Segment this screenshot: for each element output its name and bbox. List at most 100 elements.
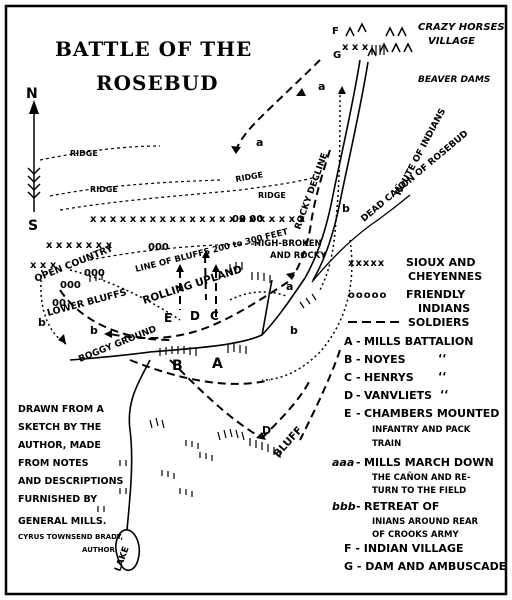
svg-text:B: B: [172, 358, 183, 374]
svg-text:D: D: [262, 424, 271, 437]
map-title-line1: BATTLE OF THE: [55, 37, 252, 61]
svg-text:SKETCH BY THE: SKETCH BY THE: [18, 422, 101, 433]
svg-text:RIDGE: RIDGE: [235, 170, 264, 184]
svg-text:b: b: [90, 324, 98, 337]
dead-canon-ravine: [311, 194, 411, 283]
svg-text:RIDGE: RIDGE: [90, 185, 118, 194]
svg-text:AUTHOR.: AUTHOR.: [82, 546, 118, 554]
svg-text:BEAVER DAMS: BEAVER DAMS: [418, 75, 490, 85]
lake-shape: LAKE: [113, 529, 141, 573]
svg-text:-: -: [356, 389, 361, 402]
svg-text:HENRYS: HENRYS: [364, 371, 414, 384]
svg-text:x x x: x x x: [342, 42, 369, 53]
svg-text:a: a: [318, 80, 325, 93]
legend-sioux-label: SIOUX AND: [406, 256, 475, 269]
svg-text:INDIANS: INDIANS: [418, 302, 470, 315]
svg-text:E: E: [164, 311, 172, 325]
svg-text:AND ROCKY: AND ROCKY: [270, 251, 327, 261]
north-arrow-icon: N S: [26, 86, 41, 234]
source-note: DRAWN FROM A SKETCH BY THE AUTHOR, MADE …: [18, 404, 124, 554]
svg-text:‘‘: ‘‘: [440, 388, 448, 401]
friendly-positions: 000 000 000 00 00 00: [52, 214, 263, 309]
svg-text:G: G: [333, 50, 341, 61]
svg-text:00 00: 00 00: [232, 214, 263, 225]
map-title-line2: ROSEBUD: [96, 71, 218, 95]
svg-text:THE CAÑON AND RE-: THE CAÑON AND RE-: [372, 472, 471, 483]
svg-text:b: b: [290, 324, 298, 337]
svg-text:b: b: [38, 316, 46, 329]
svg-text:F: F: [332, 26, 339, 37]
svg-text:-: -: [356, 456, 361, 469]
svg-text:CHEYENNES: CHEYENNES: [408, 270, 482, 283]
legend-friendly-symbol: ooooo: [348, 290, 387, 301]
svg-text:MILLS MARCH DOWN: MILLS MARCH DOWN: [364, 456, 494, 469]
legend-soldiers-label: SOLDIERS: [408, 316, 469, 329]
svg-text:TRAIN: TRAIN: [372, 439, 401, 449]
svg-text:INFANTRY AND PACK: INFANTRY AND PACK: [372, 425, 471, 435]
svg-text:D: D: [190, 309, 200, 323]
svg-text:b: b: [342, 202, 350, 215]
svg-text:‘‘: ‘‘: [438, 352, 446, 365]
svg-text:F - INDIAN VILLAGE: F - INDIAN VILLAGE: [344, 542, 464, 555]
svg-text:NOYES: NOYES: [364, 353, 406, 366]
svg-text:aaa: aaa: [332, 456, 354, 469]
svg-text:E: E: [344, 407, 352, 420]
svg-text:TURN TO THE FIELD: TURN TO THE FIELD: [372, 486, 466, 496]
svg-text:G - DAM AND AMBUSCADE: G - DAM AND AMBUSCADE: [344, 560, 506, 573]
svg-text:GENERAL MILLS.: GENERAL MILLS.: [18, 516, 106, 527]
svg-text:AND DESCRIPTIONS: AND DESCRIPTIONS: [18, 476, 124, 487]
svg-text:a: a: [286, 280, 293, 293]
map-legend: xxxxx SIOUX AND CHEYENNES ooooo FRIENDLY…: [332, 256, 506, 573]
movement-arrows: [58, 86, 346, 440]
svg-text:‘‘: ‘‘: [438, 370, 446, 383]
svg-text:FROM NOTES: FROM NOTES: [18, 458, 89, 469]
legend-friendly-label: FRIENDLY: [406, 288, 466, 301]
svg-text:bbb: bbb: [332, 500, 356, 513]
svg-text:C: C: [210, 309, 219, 323]
svg-text:x x x: x x x: [30, 260, 57, 271]
svg-text:HIGH-BROKEN: HIGH-BROKEN: [254, 239, 322, 249]
svg-text:-: -: [356, 371, 361, 384]
svg-text:DEAD CAÑON OF ROSEBUD: DEAD CAÑON OF ROSEBUD: [359, 128, 471, 224]
svg-text:RIDGE: RIDGE: [70, 149, 98, 158]
map-border: [4, 4, 508, 596]
indian-routes: [40, 89, 353, 381]
svg-text:000: 000: [148, 242, 169, 253]
ridge-lines: [39, 145, 321, 261]
svg-text:-: -: [356, 500, 361, 513]
svg-text:-: -: [356, 353, 361, 366]
svg-text:OF CROOKS ARMY: OF CROOKS ARMY: [372, 530, 459, 540]
svg-text:VILLAGE: VILLAGE: [428, 36, 475, 47]
svg-text:MILLS BATTALION: MILLS BATTALION: [364, 335, 473, 348]
svg-text:CHAMBERS MOUNTED: CHAMBERS MOUNTED: [364, 407, 499, 420]
rosebud-creek: [69, 59, 369, 541]
svg-text:AUTHOR, MADE: AUTHOR, MADE: [18, 440, 101, 451]
svg-text:CYRUS TOWNSEND BRADY,: CYRUS TOWNSEND BRADY,: [18, 533, 123, 541]
legend-sioux-symbol: xxxxx: [348, 258, 385, 269]
sioux-positions: x x x x x x x x x x x x x x x x x x x x …: [30, 42, 369, 271]
svg-text:RETREAT OF: RETREAT OF: [364, 500, 439, 513]
svg-text:x x x x x x x x x x x x x x: x x x x x x x x x x x x x x x x x x x x …: [90, 214, 306, 225]
svg-text:a: a: [256, 136, 263, 149]
svg-text:A: A: [344, 335, 353, 348]
svg-text:BLUFF: BLUFF: [271, 424, 305, 460]
svg-text:D: D: [344, 389, 353, 402]
svg-text:A: A: [212, 356, 223, 372]
soldier-routes: [59, 59, 341, 441]
teepee-village-icon: [345, 22, 413, 57]
svg-text:CRAZY HORSES: CRAZY HORSES: [418, 22, 505, 33]
svg-text:VANVLIETS: VANVLIETS: [364, 389, 432, 402]
svg-text:C: C: [344, 371, 352, 384]
svg-text:000: 000: [84, 268, 105, 279]
svg-text:INIANS AROUND REAR: INIANS AROUND REAR: [372, 517, 479, 527]
svg-text:DRAWN FROM A: DRAWN FROM A: [18, 404, 105, 415]
svg-text:FURNISHED BY: FURNISHED BY: [18, 494, 97, 505]
svg-text:x x x x x x x: x x x x x x x: [46, 240, 113, 251]
svg-text:-: -: [356, 407, 361, 420]
svg-text:N: N: [26, 86, 38, 102]
svg-text:00: 00: [52, 298, 66, 309]
bluff-hachures: [89, 45, 385, 512]
svg-text:000: 000: [60, 280, 81, 291]
svg-text:RIDGE: RIDGE: [258, 191, 286, 200]
